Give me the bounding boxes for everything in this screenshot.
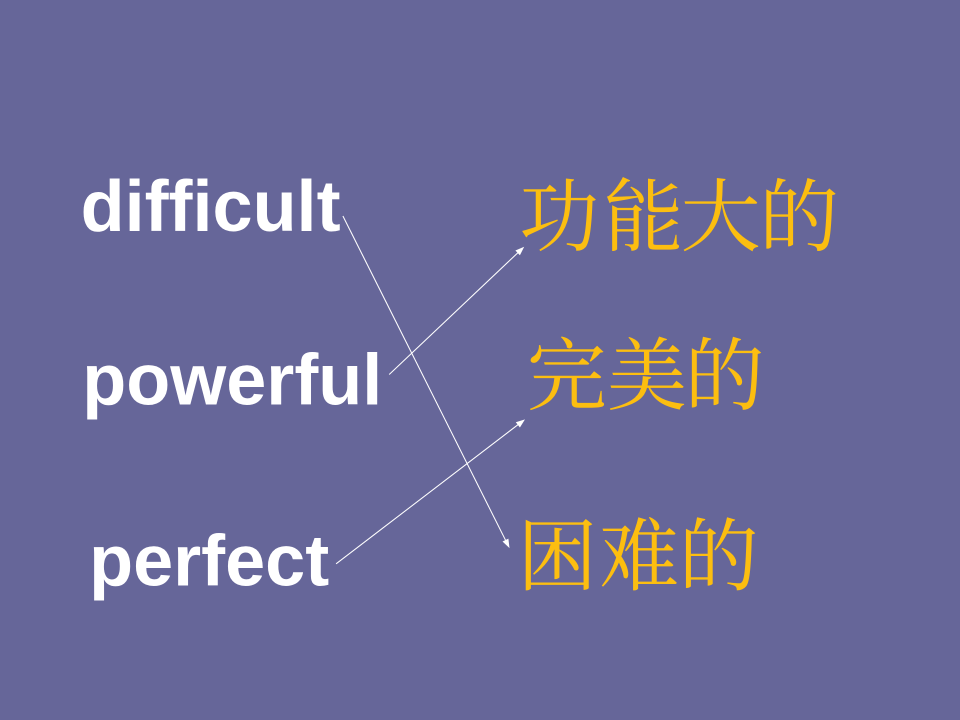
svg-text:perfect: perfect xyxy=(89,521,329,601)
svg-text:powerful: powerful xyxy=(82,341,382,421)
svg-text:difficult: difficult xyxy=(81,167,341,247)
